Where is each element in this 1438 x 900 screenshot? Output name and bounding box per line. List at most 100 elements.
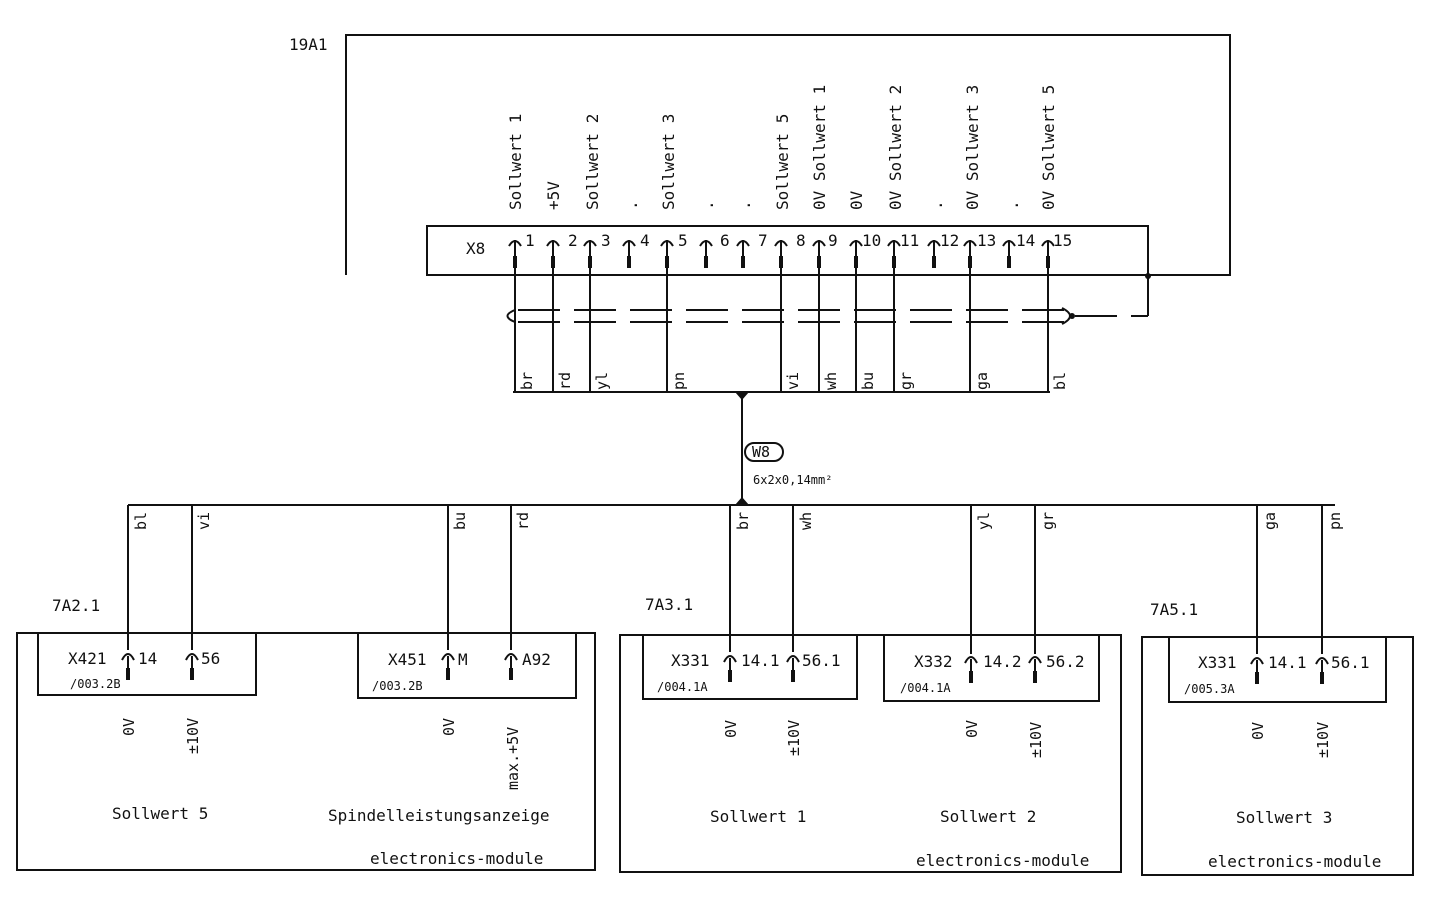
pin-signal-8: Sollwert 5	[773, 114, 792, 210]
function-title: Sollwert 2	[940, 807, 1036, 826]
pin-number-13: 13	[977, 231, 996, 250]
cable-id: W8	[752, 443, 770, 461]
pin-signal-7: .	[735, 200, 754, 210]
wire-color-label: yl	[975, 512, 993, 530]
signal-label: ±10V	[785, 720, 803, 756]
pin-signal-labels: Sollwert 1 +5V Sollwert 2 . Sollwert 3 .…	[506, 85, 1058, 210]
pin-number-1: 1	[525, 231, 535, 250]
connector-name: X451	[388, 650, 427, 669]
signal-label: 0V	[722, 720, 740, 738]
pin-label: 14.1	[1268, 653, 1307, 672]
connector-x8	[426, 225, 1149, 276]
wire-color-label: bl	[132, 512, 150, 530]
module-footer: electronics-module	[916, 851, 1089, 870]
pin-label: 56.2	[1046, 652, 1085, 671]
pin-signal-12: .	[927, 200, 946, 210]
connector-ref: /003.2B	[70, 677, 121, 691]
x8-pin-symbols	[508, 240, 1055, 268]
signal-label: ±10V	[1027, 722, 1045, 758]
cable-spec: 6x2x0,14mm²	[753, 473, 832, 487]
connector-ref: /005.3A	[1184, 682, 1235, 696]
pin-signal-13: 0V Sollwert 3	[963, 85, 982, 210]
connector-x331	[1168, 636, 1387, 703]
wire-color-label: bu	[451, 512, 469, 530]
pin-label: 56	[201, 649, 220, 668]
signal-label: ±10V	[1314, 722, 1332, 758]
wire-color-pn: pn	[670, 372, 688, 390]
module-id: 7A3.1	[645, 595, 693, 614]
pin-numbers: 1 2 3 4 5 6 7 8 9 10 11 12 13 14 15	[525, 231, 1072, 250]
wire-color-gr: gr	[897, 372, 915, 390]
signal-label: 0V	[963, 720, 981, 738]
function-title: Sollwert 3	[1236, 808, 1332, 827]
pin-signal-15: 0V Sollwert 5	[1039, 85, 1058, 210]
pin-signal-4: .	[622, 200, 641, 210]
module-7a3-1: 7A3.1 br wh yl gr X331 /004.1A 14.1 56.1…	[619, 512, 1122, 873]
top-unit-id: 19A1	[289, 35, 328, 54]
connector-ref: /004.1A	[900, 681, 951, 695]
pin-label: 56.1	[802, 651, 841, 670]
connector-x451	[357, 632, 577, 699]
signal-label: max.+5V	[504, 727, 522, 790]
module-id: 7A5.1	[1150, 600, 1198, 619]
signal-label: ±10V	[184, 718, 202, 754]
wire-color-label: wh	[797, 512, 815, 530]
pin-number-9: 9	[828, 231, 838, 250]
wire-color-br: br	[518, 372, 536, 390]
pin-signal-5: Sollwert 3	[659, 114, 678, 210]
pin-number-8: 8	[796, 231, 806, 250]
pin-label: 14	[138, 649, 157, 668]
pin-number-10: 10	[862, 231, 881, 250]
top-wire-color-labels: br rd yl pn vi wh bu gr ga bl	[518, 372, 1069, 390]
signal-label: 0V	[440, 718, 458, 736]
pin-signal-11: 0V Sollwert 2	[886, 85, 905, 210]
connector-name: X331	[1198, 653, 1237, 672]
wire-color-label: vi	[195, 512, 213, 530]
pin-label: 14.2	[983, 652, 1022, 671]
connector-name: X421	[68, 649, 107, 668]
wire-color-bu: bu	[859, 372, 877, 390]
wire-color-wh: wh	[822, 372, 840, 390]
pin-label: 56.1	[1331, 653, 1370, 672]
connector-x8-label: X8	[466, 239, 485, 258]
connector-ref: /003.2B	[372, 679, 423, 693]
connector-x421	[37, 632, 257, 696]
pin-signal-14: .	[1003, 200, 1022, 210]
function-title: Spindelleistungsanzeige	[328, 806, 550, 825]
connector-x331	[642, 634, 858, 700]
wire-color-label: gr	[1039, 512, 1057, 530]
wire-color-label: rd	[514, 512, 532, 530]
cable-tag	[744, 442, 784, 462]
connector-ref: /004.1A	[657, 680, 708, 694]
function-title: Sollwert 1	[710, 807, 806, 826]
pin-signal-2: +5V	[544, 181, 563, 210]
module-footer: electronics-module	[370, 849, 543, 868]
module-7a5-1: 7A5.1 ga pn X331 /005.3A 14.1 56.1 0V ±1…	[1141, 512, 1414, 876]
signal-label: 0V	[1249, 722, 1267, 740]
wire-color-label: pn	[1326, 512, 1344, 530]
pin-number-11: 11	[900, 231, 919, 250]
connector-name: X332	[914, 652, 953, 671]
pin-number-2: 2	[568, 231, 578, 250]
connector-x332	[883, 634, 1100, 702]
pin-number-15: 15	[1053, 231, 1072, 250]
wire-color-vi: vi	[784, 372, 802, 390]
signal-label: 0V	[120, 718, 138, 736]
module-id: 7A2.1	[52, 596, 100, 615]
cable-bundle: br rd yl pn vi wh bu gr ga bl W8 6x2x0,1…	[128, 268, 1335, 506]
pin-signal-6: .	[698, 200, 717, 210]
pin-signal-10: 0V	[847, 190, 866, 210]
pin-number-4: 4	[640, 231, 650, 250]
module-7a2-1: 7A2.1 bl vi bu rd X421 /003.2B 14 56 0V …	[16, 512, 596, 871]
wire-color-label: br	[734, 512, 752, 530]
pin-number-3: 3	[601, 231, 611, 250]
pin-number-7: 7	[758, 231, 768, 250]
pin-label: M	[458, 650, 468, 669]
wire-color-ga: ga	[973, 372, 991, 390]
pin-signal-1: Sollwert 1	[506, 114, 525, 210]
function-title: Sollwert 5	[112, 804, 208, 823]
pin-number-5: 5	[678, 231, 688, 250]
pin-label: A92	[522, 650, 551, 669]
pin-signal-3: Sollwert 2	[583, 114, 602, 210]
